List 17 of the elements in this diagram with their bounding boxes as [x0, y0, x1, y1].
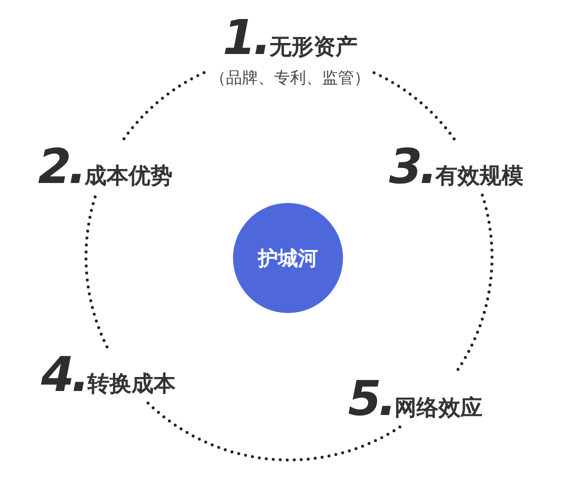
step-number: 2.	[38, 143, 84, 191]
step-number: 5.	[348, 375, 394, 423]
dotted-arc	[146, 401, 402, 462]
step-title: 成本优势	[84, 166, 173, 188]
step-title: 无形资产	[269, 37, 358, 59]
dotted-arc	[372, 71, 456, 141]
step-number: 1.	[222, 14, 268, 62]
step-title: 网络效应	[394, 398, 483, 420]
step-note: （品牌、专利、监管）	[210, 70, 370, 86]
center-circle: 护城河	[233, 203, 343, 313]
dotted-arc	[84, 193, 108, 348]
step-title: 转换成本	[88, 374, 176, 396]
dotted-arc	[455, 194, 494, 373]
step-title: 有效规模	[436, 166, 524, 188]
step-number: 3.	[389, 143, 435, 191]
dotted-arc	[122, 70, 208, 140]
step-number: 4.	[41, 351, 87, 399]
